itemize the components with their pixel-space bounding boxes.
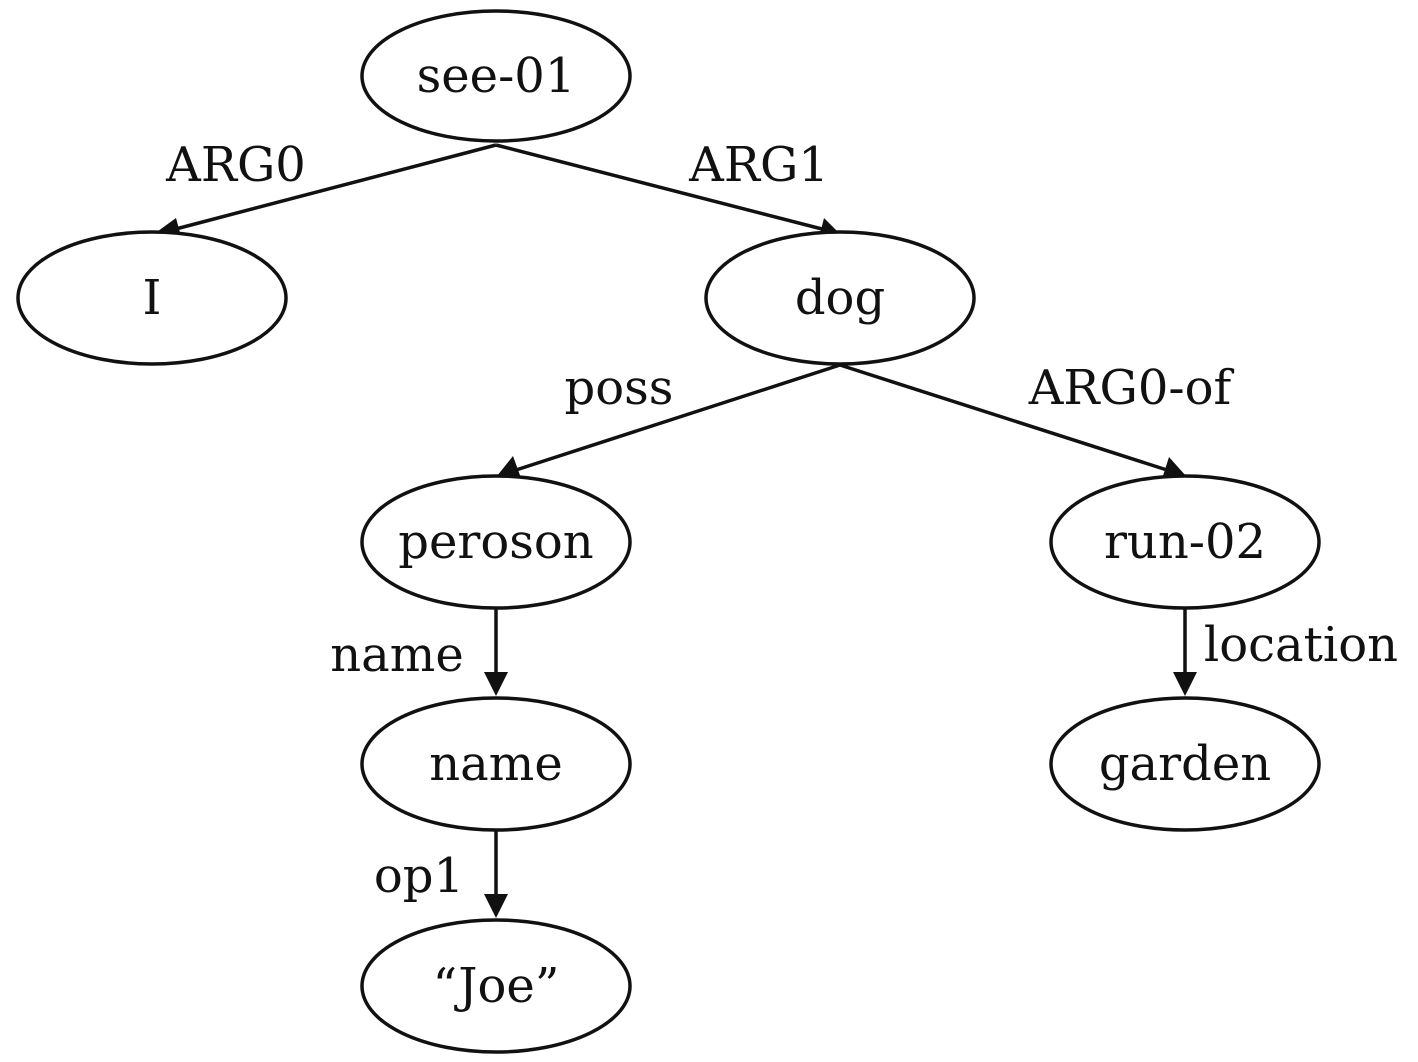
- node-label-run-02: run-02: [1104, 514, 1266, 570]
- node-i: I: [16, 230, 288, 366]
- node-label-garden: garden: [1099, 736, 1271, 792]
- edge-name: name: [330, 608, 508, 696]
- edge-op1: op1: [374, 830, 508, 918]
- node-label-i: I: [143, 270, 162, 326]
- node-name: name: [360, 696, 632, 832]
- node-label-see-01: see-01: [417, 48, 576, 104]
- edge-poss: poss: [497, 360, 841, 478]
- node-joe: “Joe”: [360, 918, 632, 1054]
- edge-arg0: ARG0: [154, 137, 497, 240]
- node-label-dog: dog: [795, 270, 885, 326]
- arrowhead-icon: [497, 456, 521, 478]
- edge-label-arg1: ARG1: [688, 137, 829, 193]
- node-see-01: see-01: [360, 9, 632, 143]
- arrowhead-icon: [1173, 672, 1197, 696]
- edge-label-location: location: [1204, 617, 1398, 673]
- node-label-joe: “Joe”: [433, 958, 560, 1014]
- arrowhead-icon: [484, 894, 508, 918]
- edge-arg0-of: ARG0-of: [839, 360, 1235, 479]
- node-label-name: name: [429, 736, 562, 792]
- arrowhead-icon: [484, 672, 508, 696]
- edge-label-name: name: [330, 627, 463, 683]
- node-garden: garden: [1049, 696, 1321, 832]
- arrowhead-icon: [1162, 457, 1186, 479]
- node-run-02: run-02: [1049, 474, 1321, 610]
- edge-location: location: [1173, 608, 1398, 696]
- node-dog: dog: [704, 230, 976, 366]
- edge-label-op1: op1: [374, 848, 464, 904]
- node-label-peroson: peroson: [398, 514, 593, 570]
- edge-label-arg0-of: ARG0-of: [1028, 360, 1235, 416]
- node-peroson: peroson: [360, 474, 632, 610]
- edge-arg1: ARG1: [495, 137, 840, 242]
- edge-label-poss: poss: [565, 360, 674, 416]
- edge-label-arg0: ARG0: [165, 137, 306, 193]
